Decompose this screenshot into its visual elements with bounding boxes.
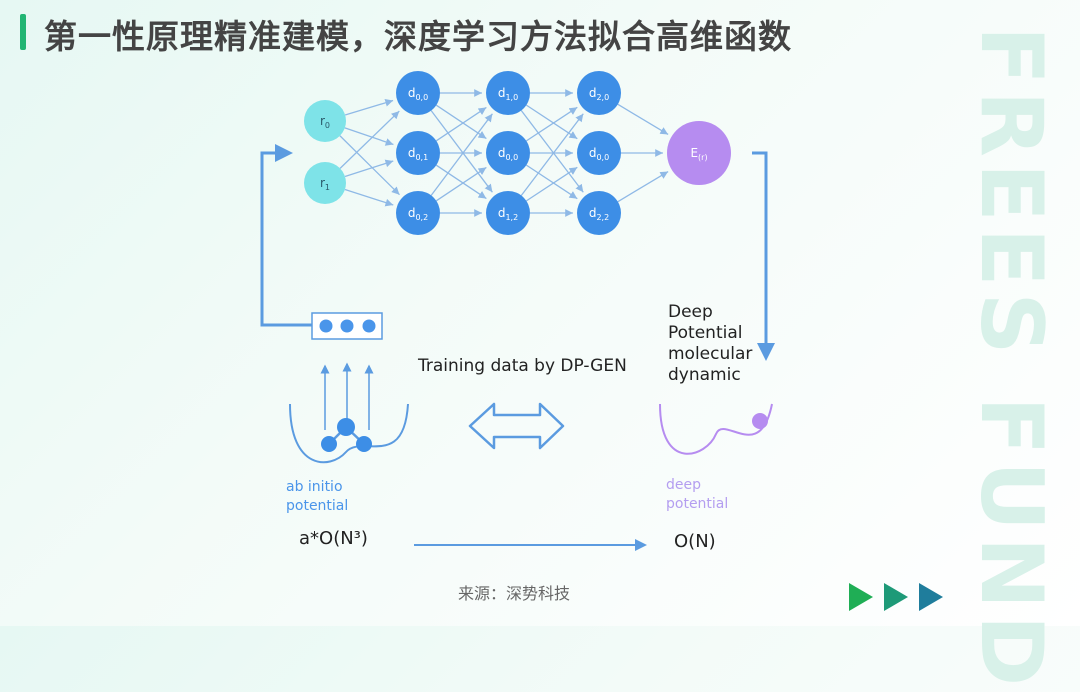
watermark: FREES FUND xyxy=(961,26,1061,692)
network-edge xyxy=(435,164,487,200)
hidden-node: d0,2 xyxy=(396,191,440,235)
network-edge xyxy=(344,127,394,146)
hidden-node: d1,0 xyxy=(486,71,530,115)
network-edge xyxy=(526,106,578,142)
training-data-label: Training data by DP-GEN xyxy=(418,356,627,376)
network-edge xyxy=(617,103,669,136)
network-edge xyxy=(526,166,578,202)
deep-potential-cost-label: O(N) xyxy=(674,531,716,552)
source-note: 来源：深势科技 xyxy=(458,584,571,603)
output-to-dpmd-arrow xyxy=(752,151,775,361)
hidden-node: d0,0 xyxy=(577,131,621,175)
output-node: E(r) xyxy=(667,121,731,185)
page-title: 第一性原理精准建模，深度学习方法拟合高维函数 xyxy=(44,17,792,56)
feedback-arrow xyxy=(260,144,312,327)
bidirectional-arrow xyxy=(468,402,565,450)
network-edge xyxy=(430,110,493,193)
hidden-node: d0,0 xyxy=(396,71,440,115)
hidden-node: d0,1 xyxy=(396,131,440,175)
network-edge xyxy=(344,159,394,178)
input-node: r1 xyxy=(304,162,346,204)
hidden-node: d2,0 xyxy=(577,71,621,115)
node-label: r1 xyxy=(320,176,330,192)
network-edges xyxy=(339,89,669,217)
network-edge xyxy=(430,113,493,196)
hidden-node: d2,2 xyxy=(577,191,621,235)
hidden-node: d1,2 xyxy=(486,191,530,235)
network-nodes: r0 r1 d0,0 d0,1 d0,2 d1,0 d0,0 d1,2 d2,0 d0,0 d2,2… xyxy=(304,71,731,235)
network-edge xyxy=(520,113,584,196)
network-edge xyxy=(435,104,487,140)
network-edge xyxy=(526,104,578,140)
network-edge xyxy=(520,110,584,193)
ab-initio-potential-graphic xyxy=(289,403,409,464)
nav-triangles xyxy=(849,583,943,611)
network-edge xyxy=(435,106,487,142)
network-edge xyxy=(435,166,487,202)
ab-initio-label: ab initio potential xyxy=(286,479,349,514)
descriptor-box xyxy=(311,312,383,340)
title-accent-bar xyxy=(20,14,26,50)
deep-potential-graphic xyxy=(659,403,773,455)
network-edge xyxy=(617,170,669,203)
deep-potential-md-label: Deep Potential molecular dynamic xyxy=(668,302,753,385)
ab-initio-cost-label: a*O(N³) xyxy=(299,528,368,549)
network-edge xyxy=(344,99,394,116)
hidden-node: d0,0 xyxy=(486,131,530,175)
node-label: r0 xyxy=(320,114,330,130)
dp-diagram: r0 r1 d0,0 d0,1 d0,2 d1,0 d0,0 d1,2 d2,0 d0,0 d2,2… xyxy=(260,71,943,611)
deep-potential-label: deep potential xyxy=(666,477,729,512)
input-node: r0 xyxy=(304,100,346,142)
network-edge xyxy=(526,164,578,200)
network-edge xyxy=(339,135,400,196)
network-edge xyxy=(344,188,394,207)
network-edge xyxy=(339,110,400,169)
